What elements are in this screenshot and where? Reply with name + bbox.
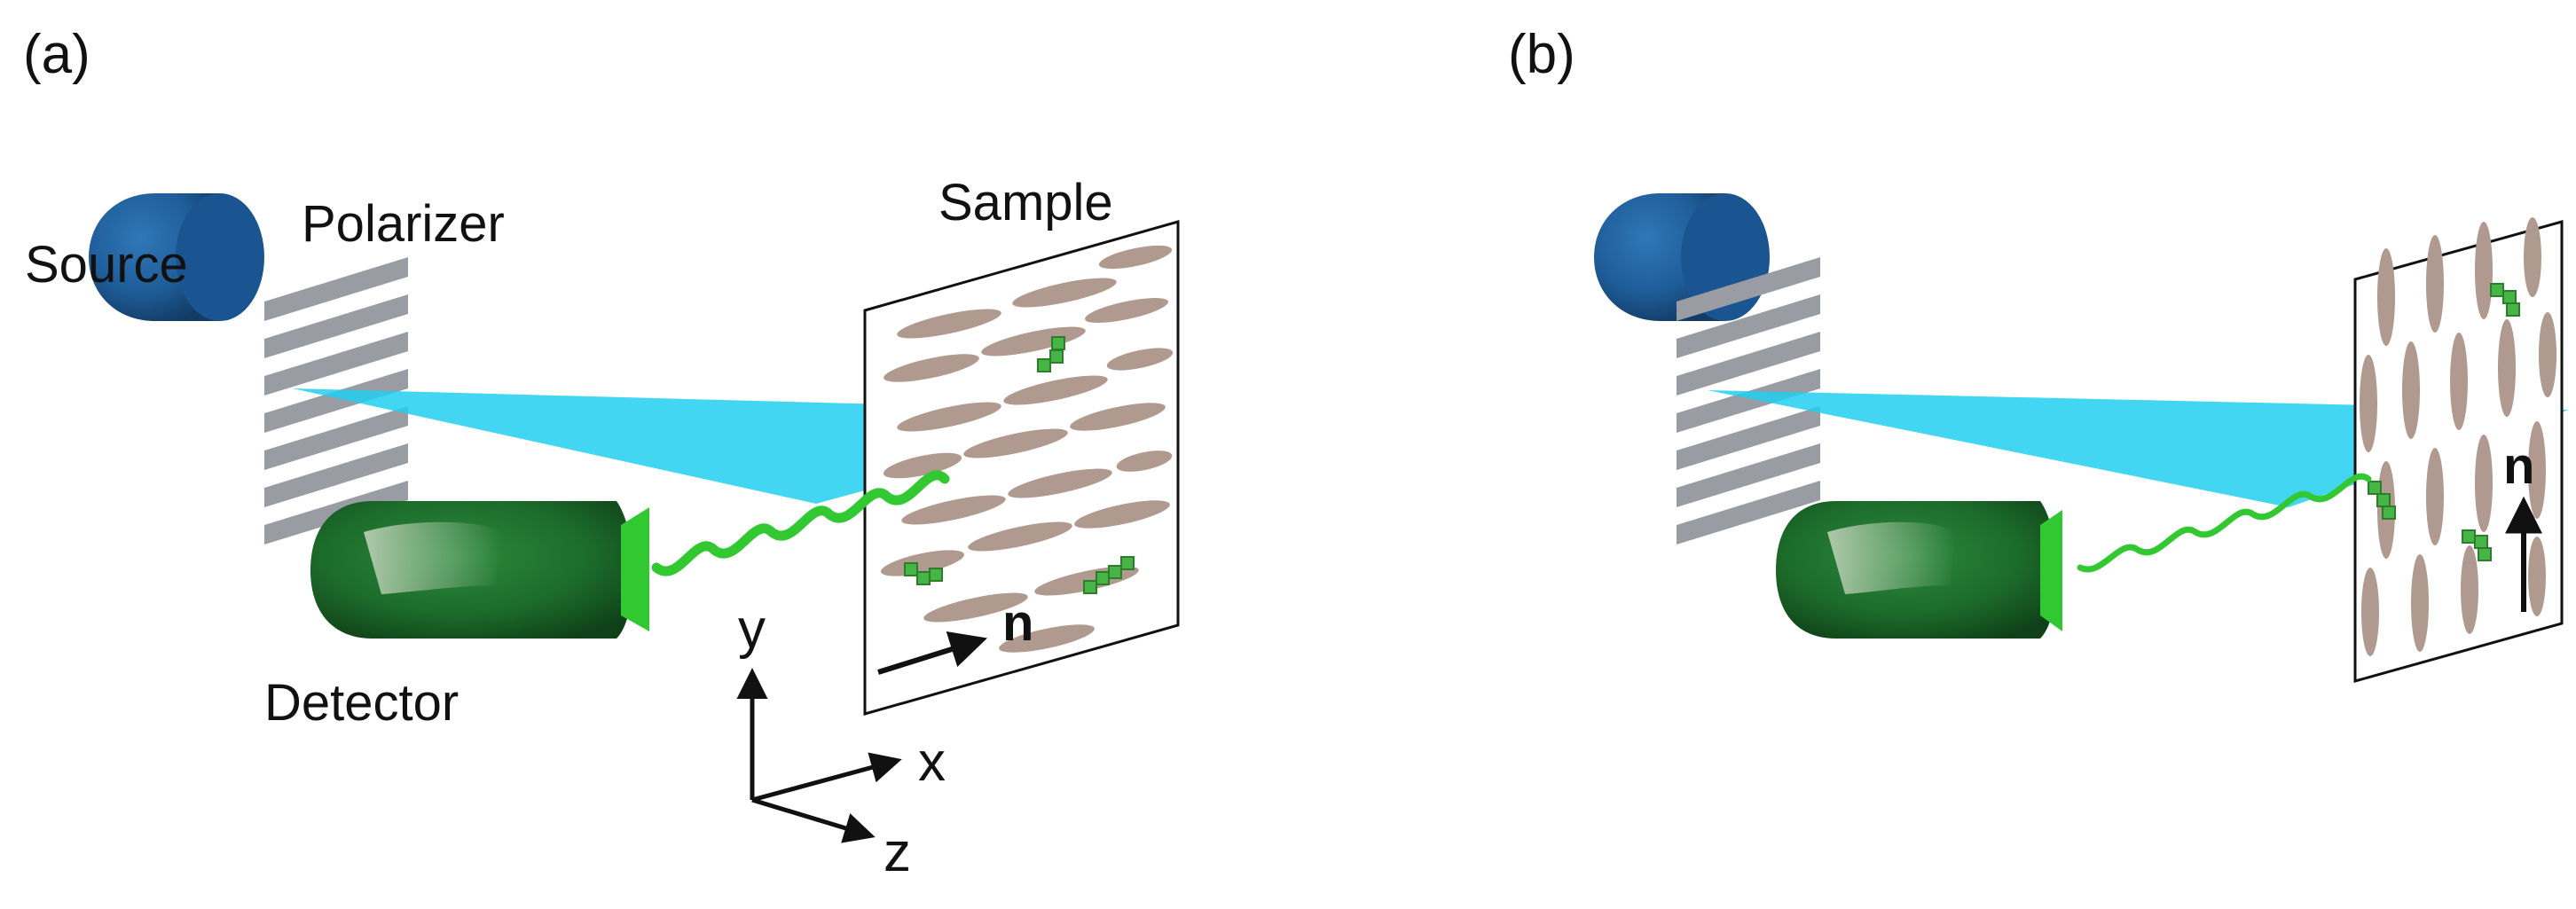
emission-wave xyxy=(651,470,950,576)
polarizer-label: Polarizer xyxy=(302,195,505,253)
coordinate-axes xyxy=(736,668,902,843)
director-label: n xyxy=(2503,437,2534,495)
source-label: Source xyxy=(25,236,188,294)
light-source xyxy=(89,193,264,321)
panel-b-label: (b) xyxy=(1508,24,1575,85)
panel-a-label: (a) xyxy=(23,24,90,85)
director-label: n xyxy=(1002,594,1033,652)
polarizer xyxy=(1677,257,1820,545)
detector xyxy=(1776,501,2062,639)
detector-label: Detector xyxy=(264,674,459,732)
fluorophores xyxy=(904,336,1135,594)
emission-wave xyxy=(2077,473,2372,573)
x-axis-label: x xyxy=(918,732,946,793)
z-axis-label: z xyxy=(884,822,911,883)
panel-a: (a) Source Polarizer xyxy=(23,24,1180,883)
polarizer xyxy=(264,257,408,545)
liquid-crystal-molecules xyxy=(2360,217,2556,656)
y-axis-label: y xyxy=(738,599,766,660)
sample-label: Sample xyxy=(939,174,1113,231)
detector xyxy=(310,501,649,639)
sample-plane xyxy=(863,220,1180,716)
fluorophores xyxy=(2368,283,2520,561)
panel-b: (b) xyxy=(1508,24,2569,683)
director-arrow xyxy=(877,631,988,675)
